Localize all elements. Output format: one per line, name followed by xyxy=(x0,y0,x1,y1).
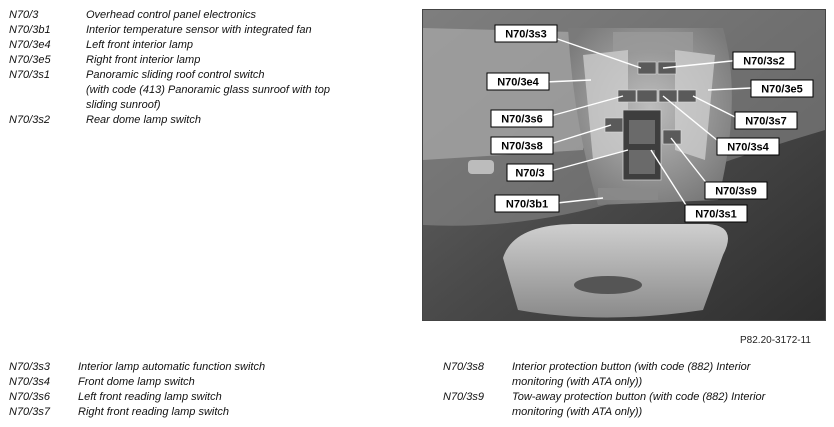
legend-code: N70/3s8 xyxy=(443,361,484,373)
legend-desc: Interior protection button (with code (8… xyxy=(512,361,751,373)
legend-desc: Front dome lamp switch xyxy=(78,376,195,388)
callout-label: N70/3s3 xyxy=(505,29,547,41)
callout-label: N70/3s1 xyxy=(695,209,737,221)
legend-desc: Overhead control panel electronics xyxy=(86,9,256,21)
callout-label: N70/3b1 xyxy=(506,199,548,211)
legend-code: N70/3b1 xyxy=(9,24,51,36)
legend-code: N70/3s6 xyxy=(9,391,50,403)
leader-lines xyxy=(542,33,752,214)
callout-n70-3s9: N70/3s9 xyxy=(704,181,768,200)
callout-label: N70/3e4 xyxy=(497,77,539,89)
legend-bottom-right: N70/3s8 Interior protection button (with … xyxy=(443,360,813,420)
legend-row: N70/3e4 Left front interior lamp xyxy=(9,38,389,53)
legend-code: N70/3s3 xyxy=(9,361,50,373)
legend-row: N70/3e5 Right front interior lamp xyxy=(9,53,389,68)
callout-label: N70/3s8 xyxy=(501,141,543,153)
legend-row: N70/3s8 Interior protection button (with … xyxy=(443,360,813,375)
legend-desc: sliding sunroof) xyxy=(86,99,161,111)
legend-desc: Interior temperature sensor with integra… xyxy=(86,24,312,36)
button-s3 xyxy=(637,61,657,75)
right-front-lamp-lens xyxy=(675,50,715,160)
legend-row: sliding sunroof) xyxy=(9,98,389,113)
legend-row: N70/3s1 Panoramic sliding roof control sw… xyxy=(9,68,389,83)
button-s4a xyxy=(636,89,658,103)
legend-row: N70/3s3 Interior lamp automatic function … xyxy=(9,360,339,375)
callout-n70-3s4: N70/3s4 xyxy=(716,137,780,156)
photo-illustration: N70/3s3 N70/3s2 N70/3e4 N70/3e5 N70/3s6 … xyxy=(423,10,825,320)
legend-desc: (with code (413) Panoramic glass sunroof… xyxy=(86,84,330,96)
callout-n70-3: N70/3 xyxy=(506,163,554,182)
callout-label: N70/3s6 xyxy=(501,114,543,126)
legend-code xyxy=(9,83,86,98)
figure-reference: P82.20-3172-11 xyxy=(740,335,811,346)
legend-row: N70/3s6 Left front reading lamp switch xyxy=(9,390,339,405)
legend-code: N70/3e4 xyxy=(9,39,51,51)
legend-code: N70/3s1 xyxy=(9,69,50,81)
legend-desc: Left front reading lamp switch xyxy=(78,391,222,403)
legend-code xyxy=(443,405,512,420)
legend-row: (with code (413) Panoramic glass sunroof… xyxy=(9,83,389,98)
legend-row: N70/3s7 Right front reading lamp switch xyxy=(9,405,339,420)
legend-code xyxy=(9,98,86,113)
legend-code: N70/3 xyxy=(9,9,39,21)
legend-desc: monitoring (with ATA only)) xyxy=(512,406,643,418)
callout-label: N70/3s9 xyxy=(715,186,757,198)
legend-bottom-left: N70/3s3 Interior lamp automatic function … xyxy=(9,360,339,420)
mirror-buttons xyxy=(574,276,642,294)
legend-desc: monitoring (with ATA only)) xyxy=(512,376,643,388)
legend-code: N70/3s9 xyxy=(443,391,484,403)
callout-n70-3s1: N70/3s1 xyxy=(684,204,748,223)
callout-n70-3s7: N70/3s7 xyxy=(734,111,798,130)
legend-row: N70/3s4 Front dome lamp switch xyxy=(9,375,339,390)
legend-desc: Left front interior lamp xyxy=(86,39,193,51)
temperature-sensor-grille xyxy=(598,188,658,200)
legend-code: N70/3s4 xyxy=(9,376,50,388)
left-front-lamp-lens xyxy=(583,50,628,160)
legend-code: N70/3s7 xyxy=(9,406,50,418)
button-s4b xyxy=(658,89,678,103)
legend-desc: Rear dome lamp switch xyxy=(86,114,201,126)
legend-row: monitoring (with ATA only)) xyxy=(443,375,813,390)
legend-desc: Tow-away protection button (with code (8… xyxy=(512,391,766,403)
rear-view-mirror xyxy=(503,224,728,318)
component-photo: N70/3s3 N70/3s2 N70/3e4 N70/3e5 N70/3s6 … xyxy=(422,9,826,321)
speaker-grille xyxy=(613,32,693,52)
legend-code: N70/3e5 xyxy=(9,54,51,66)
callout-label: N70/3s2 xyxy=(743,56,785,68)
legend-code: N70/3s2 xyxy=(9,114,50,126)
legend-row: N70/3b1 Interior temperature sensor with … xyxy=(9,23,389,38)
legend-row: monitoring (with ATA only)) xyxy=(443,405,813,420)
callout-label: N70/3s4 xyxy=(727,142,769,154)
visor-clip xyxy=(468,160,494,174)
legend-desc: Panoramic sliding roof control switch xyxy=(86,69,265,81)
legend-row: N70/3s2 Rear dome lamp switch xyxy=(9,113,389,128)
callout-label: N70/3s7 xyxy=(745,116,787,128)
button-s9 xyxy=(662,129,682,145)
callout-label: N70/3 xyxy=(515,168,544,180)
callout-n70-3b1: N70/3b1 xyxy=(494,194,560,213)
callout-n70-3s8: N70/3s8 xyxy=(490,136,554,155)
legend-desc: Interior lamp automatic function switch xyxy=(78,361,266,373)
legend-desc: Right front reading lamp switch xyxy=(78,406,230,418)
callout-n70-3s6: N70/3s6 xyxy=(490,109,554,128)
button-s8 xyxy=(604,117,624,133)
legend-code xyxy=(443,375,512,390)
legend-row: N70/3 Overhead control panel electronics xyxy=(9,8,389,23)
callout-n70-3s3: N70/3s3 xyxy=(494,24,558,43)
legend-desc: Right front interior lamp xyxy=(86,54,201,66)
legend-row: N70/3s9 Tow-away protection button (with … xyxy=(443,390,813,405)
callout-n70-3e4: N70/3e4 xyxy=(486,72,550,91)
callout-label: N70/3e5 xyxy=(761,84,803,96)
callout-n70-3s2: N70/3s2 xyxy=(732,51,796,70)
callout-n70-3e5: N70/3e5 xyxy=(750,79,814,98)
button-s7 xyxy=(677,89,697,103)
button-s6 xyxy=(617,89,637,103)
